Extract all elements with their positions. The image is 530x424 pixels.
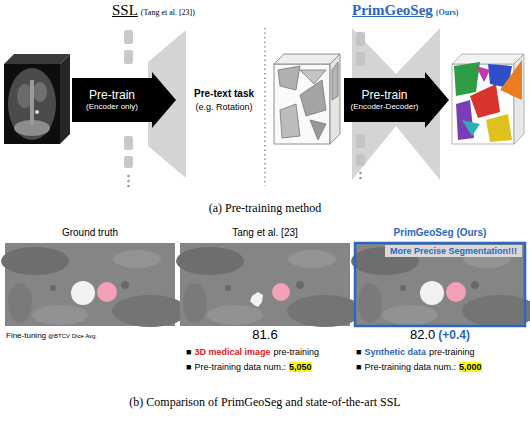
data-count: 5,000: [459, 362, 482, 372]
encoder-decoder-shape-part: [356, 134, 365, 148]
encoder-decoder-shape-part: [356, 52, 365, 66]
arrow-shape: [72, 72, 176, 128]
ct-slice-tang-part: [272, 283, 290, 301]
ct-slice-primgeoseg-part: [446, 282, 466, 302]
figure-caption: (b) Comparison of PrimGeoSeg and state-o…: [129, 396, 400, 410]
result-panel: Tang et al. [23]: [180, 226, 350, 327]
encoder-shape-part: [127, 180, 130, 183]
ct-slice-ground-truth-part: [97, 282, 117, 302]
ct-volume-part: [30, 80, 34, 124]
encoder-decoder-shape-part: [359, 177, 362, 180]
ct-slice-ground-truth-part: [71, 281, 95, 305]
method-heading: SSL: [112, 2, 138, 19]
panel-heading: Ground truth: [5, 226, 175, 239]
ct-slice-tang-part: [176, 243, 363, 327]
ct-slice-tang-part: [250, 292, 263, 307]
tag-text: More Precise Segmentation!!!: [390, 246, 517, 256]
bullet: ■: [186, 347, 191, 357]
synthetic-volume: [274, 54, 340, 144]
segmentation-volume-part: [500, 60, 522, 100]
pretrain-arrow: Pre-train(Encoder only): [72, 72, 176, 128]
bullet-text: pre-training: [273, 347, 319, 357]
arrow-subtitle: (Encoder only): [86, 102, 138, 111]
panel-heading: PrimGeoSeg (Ours): [355, 226, 525, 239]
ours-tag: (Ours): [436, 8, 459, 17]
synthetic-volume-part: [300, 70, 326, 84]
highlight-tag: More Precise Segmentation!!!: [385, 245, 522, 257]
bullet: ■: [356, 347, 361, 357]
metric-name: Fine-tuning: [6, 331, 46, 340]
encoder-shape-part: [124, 50, 133, 64]
segmentation-volume-part: [454, 62, 480, 96]
encoder-shape-part: [124, 136, 133, 150]
bullet: ■: [356, 362, 361, 372]
encoder-decoder-shape-part: [359, 172, 362, 175]
encoder-decoder-shape-part: [356, 32, 365, 46]
subfigure-caption: (a) Pre-training method: [209, 202, 322, 216]
data-type: Synthetic data: [364, 347, 426, 357]
ct-slice-primgeoseg: [351, 243, 530, 327]
synthetic-volume-part: [310, 120, 326, 140]
bullet: ■: [186, 362, 191, 372]
score: 82.0: [410, 328, 435, 343]
segmentation-volume-part: [470, 84, 500, 118]
bullet-text: pre-training: [429, 347, 475, 357]
arrow-subtitle: (Encoder-Decoder): [350, 102, 418, 111]
ct-volume: [4, 54, 70, 144]
ct-volume-part: [60, 54, 70, 144]
bullet-text: Pre-training data num.:: [364, 362, 456, 372]
synthetic-volume-part: [330, 54, 340, 144]
encoder-shape-part: [127, 185, 130, 188]
pretext-task: Pre-text task: [194, 88, 254, 100]
arrow-title: Pre-train: [361, 89, 407, 103]
encoder-decoder-shape-part: [356, 154, 365, 166]
score-gain: (+0.4): [438, 329, 470, 343]
ct-volume-part: [33, 82, 47, 102]
score: 81.6: [252, 328, 277, 343]
synthetic-volume-part: [332, 62, 338, 100]
encoder-shape-part: [127, 175, 130, 178]
ct-volume-part: [4, 64, 60, 144]
data-count: 5,050: [289, 362, 312, 372]
metric-detail: @BTCV Dice Avg.: [48, 333, 97, 340]
ct-volume-part: [8, 68, 56, 140]
segmentation-volume-part: [462, 120, 480, 136]
ct-slice-primgeoseg-part: [420, 281, 444, 305]
result-panel: PrimGeoSeg (Ours) More Precise Segmentati…: [355, 226, 525, 327]
segmentation-volume-part: [452, 54, 524, 64]
ct-slice-ground-truth-part: [1, 243, 188, 327]
panel-heading: Tang et al. [23]: [180, 226, 350, 239]
ct-volume-part: [35, 110, 39, 114]
ct-slice-ground-truth: [1, 243, 188, 327]
ct-slice-primgeoseg-part: [355, 243, 525, 326]
segmentation-volume-part: [486, 114, 512, 142]
pretext-example: (e.g. Rotation): [195, 102, 252, 112]
arrow-shape: [344, 72, 449, 128]
method-heading: PrimGeoSeg: [352, 2, 433, 19]
synthetic-volume-part: [278, 66, 300, 90]
ct-volume-part: [4, 54, 70, 64]
synthetic-volume-part: [274, 54, 340, 64]
arrow-body: Pre-train(Encoder-Decoder): [344, 72, 425, 128]
arrow-title: Pre-train: [89, 89, 135, 103]
ct-slice-primgeoseg-part: [351, 243, 530, 327]
result-panel: Ground truth: [5, 226, 175, 327]
data-type: 3D medical image: [194, 347, 270, 357]
pretrain-arrow: Pre-train(Encoder-Decoder): [344, 72, 449, 128]
encoder-shape-part: [124, 156, 133, 168]
synthetic-volume-part: [300, 80, 326, 116]
encoder-shape-part: [124, 30, 133, 44]
arrow-body: Pre-train(Encoder only): [72, 72, 152, 128]
bullet-text: Pre-training data num.:: [194, 362, 286, 372]
ct-slice-tang: [176, 243, 363, 327]
synthetic-volume-part: [280, 104, 300, 138]
divider-line: [265, 28, 266, 186]
segmentation-volume-part: [476, 66, 490, 82]
citation: (Tang et al. [23]): [141, 8, 195, 17]
synthetic-volume-part: [274, 64, 330, 144]
segmentation-volume: [452, 54, 524, 144]
